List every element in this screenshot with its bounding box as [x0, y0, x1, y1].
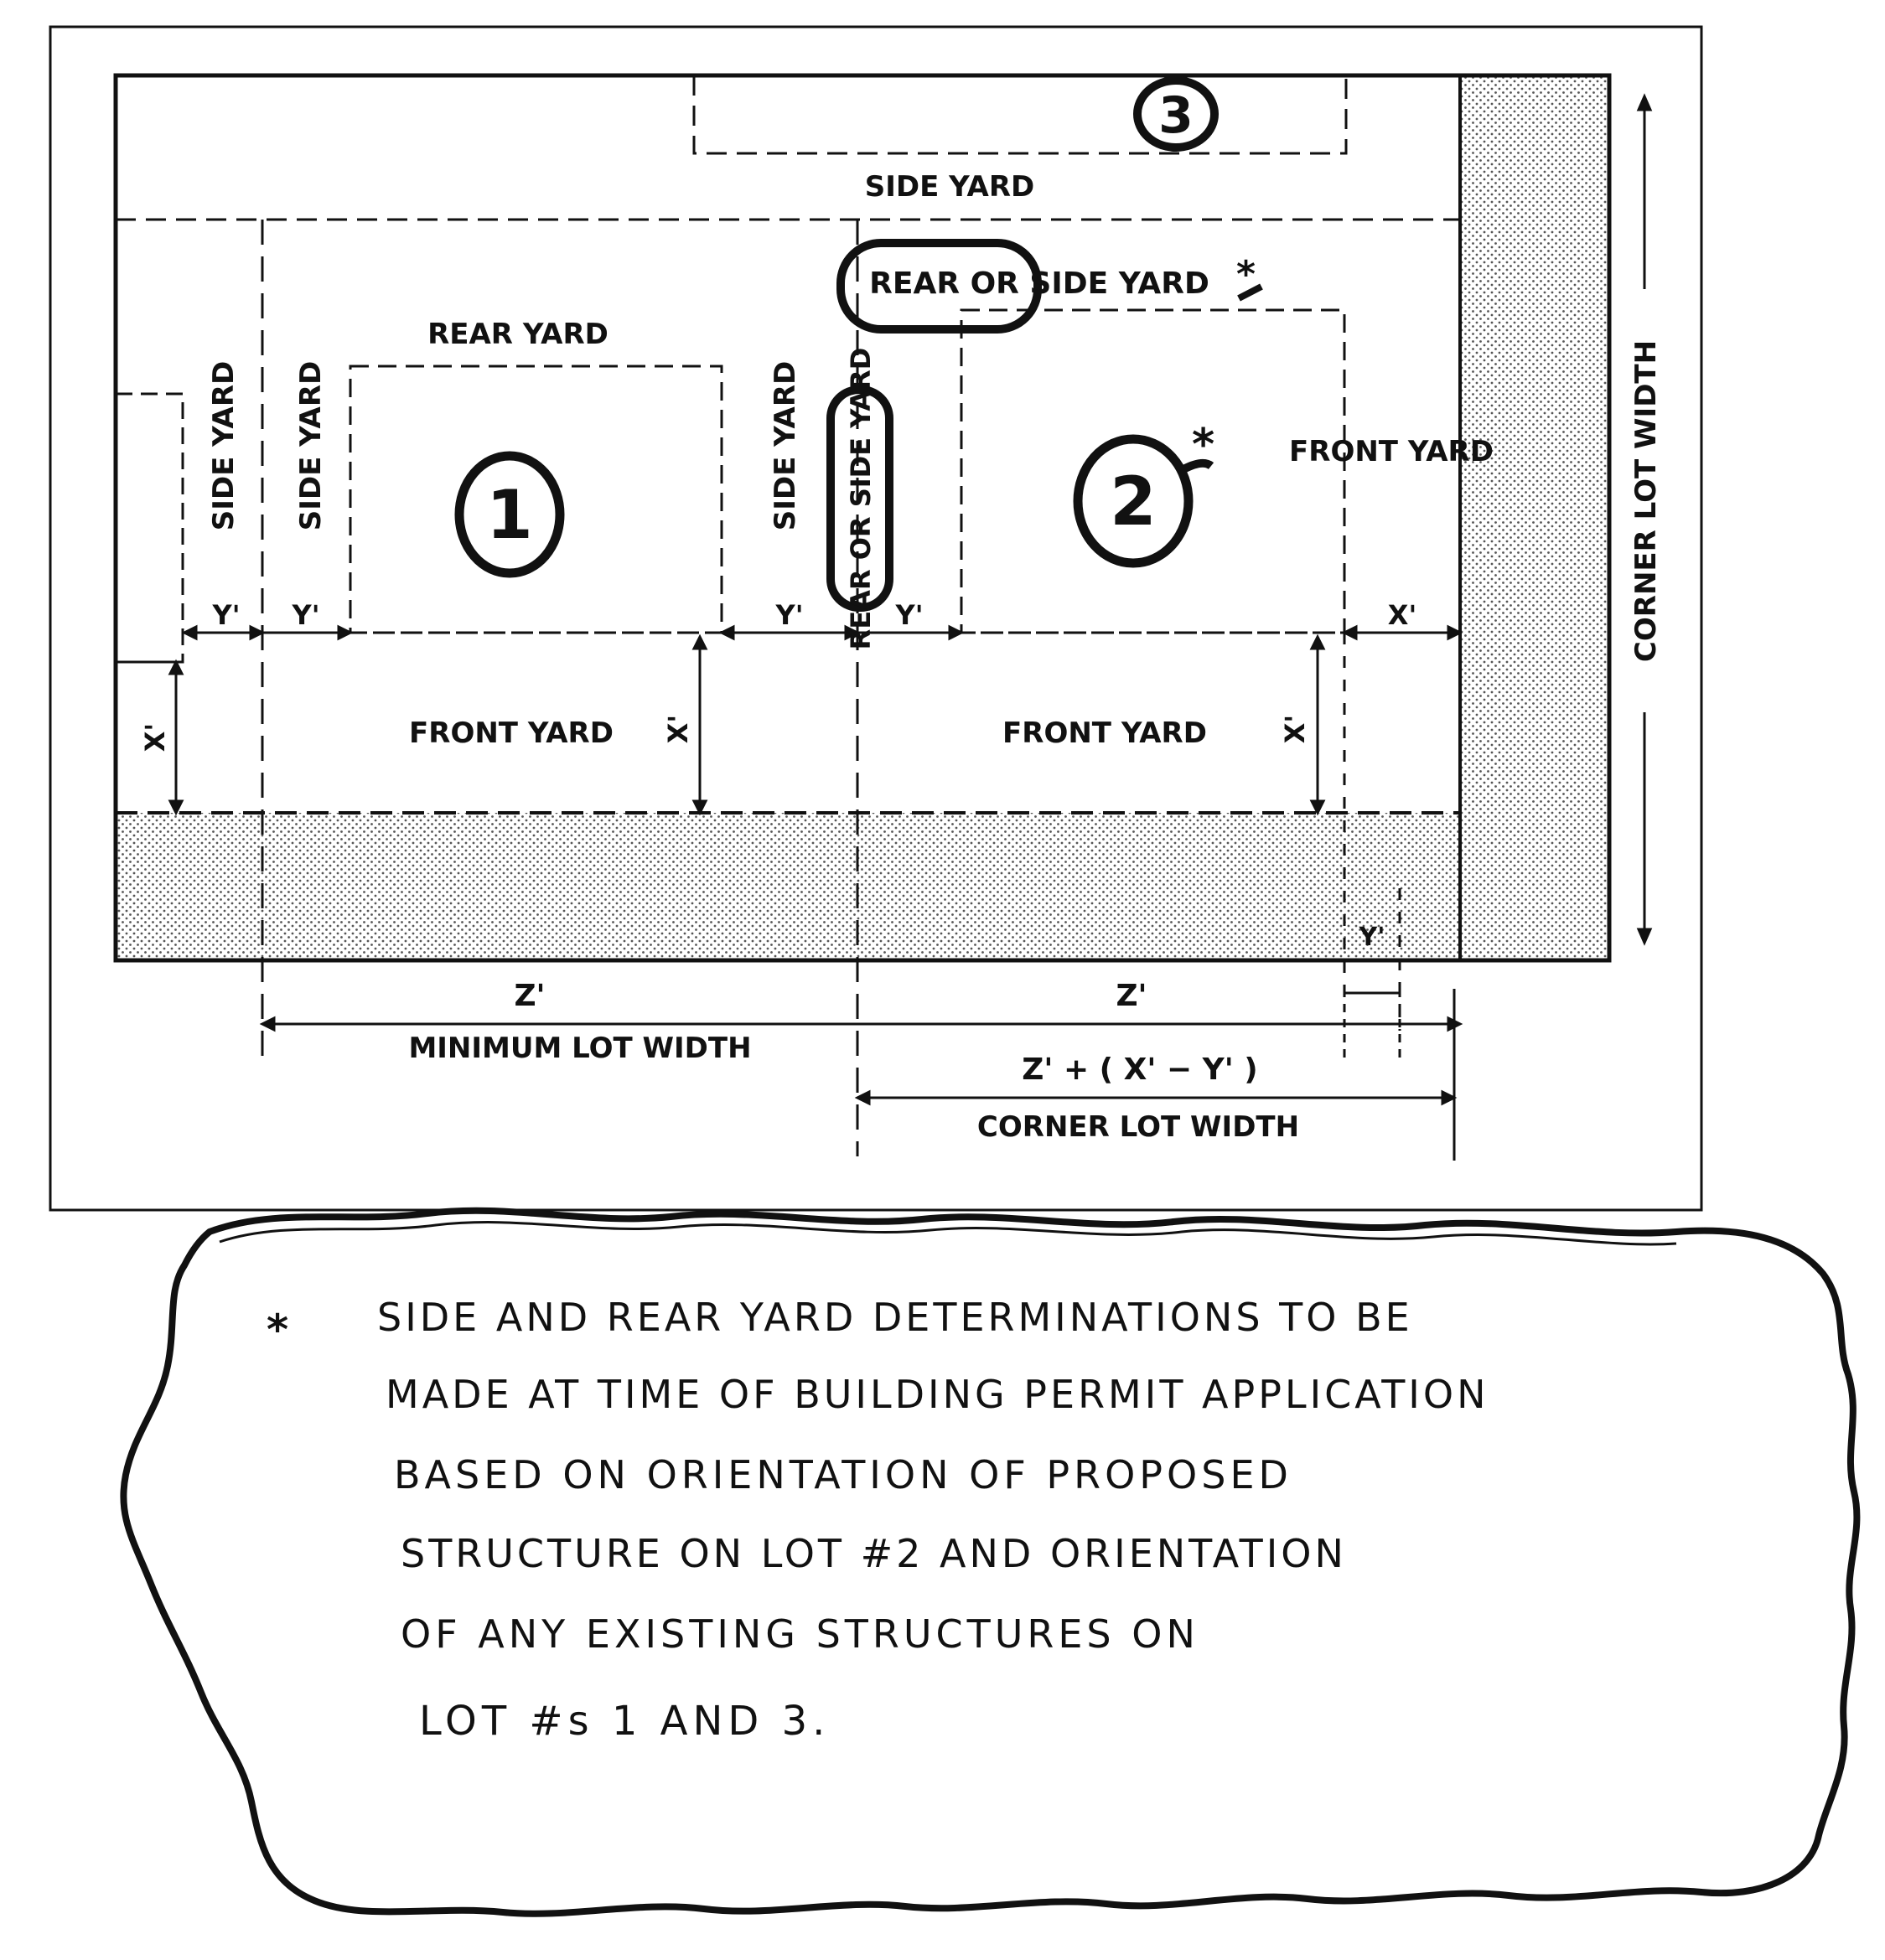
corner-lot-width-label: CORNER LOT WIDTH: [977, 1110, 1299, 1144]
side-yard-left-outer-label: SIDE YARD: [207, 361, 241, 531]
front-yard-lot1-text: FRONT YARD: [409, 716, 614, 750]
right-street-strip: [1460, 75, 1609, 960]
side-yard-top-label: SIDE YARD: [865, 170, 1035, 204]
rear-or-side-yard-top-label: REAR OR SIDE YARD: [869, 266, 1209, 301]
corner-formula-label: Z' + ( X' − Y' ): [1022, 1052, 1257, 1087]
side-yard-middle-label: SIDE YARD: [769, 361, 802, 531]
front-yard-lot2-side-label: FRONT YARD: [1289, 435, 1494, 468]
y-prime-label-3: Y': [775, 599, 804, 631]
lot2-number: 2: [1110, 463, 1157, 540]
y-prime-label-2: Y': [292, 599, 320, 631]
corner-lot-width-arrow: [1636, 93, 1653, 946]
outer-frame: [49, 25, 1703, 1212]
x-prime-label-lot2: X': [1279, 715, 1311, 743]
width-dimension-lines: [259, 989, 1463, 1106]
x-prime-label-lot1: X': [662, 715, 694, 743]
z-prime-label-1: Z': [514, 979, 545, 1013]
asterisk-top: *: [1236, 253, 1256, 296]
y-prime-label-1: Y': [212, 599, 241, 631]
x-prime-label-left: X': [139, 723, 171, 752]
y-prime-label-4: Y': [895, 599, 924, 631]
rear-or-side-yard-highlight-vertical: [826, 385, 893, 612]
lot1-number: 1: [486, 476, 533, 554]
rear-or-side-yard-vertical-label: REAR OR SIDE YARD: [845, 348, 877, 650]
note-line-6: LOT #s 1 AND 3.: [419, 1698, 830, 1745]
corner-lot-width-vertical-label: CORNER LOT WIDTH: [1629, 340, 1663, 662]
lot3-circle: [1133, 76, 1219, 152]
z-prime-label-2: Z': [1116, 979, 1147, 1013]
note-cloud: [120, 1207, 1861, 1917]
note-asterisk: *: [267, 1306, 288, 1354]
left-adjacent-building: [116, 392, 184, 664]
lot2-circle: [1073, 434, 1194, 568]
y-prime-arrows: [181, 624, 1463, 641]
y-prime-label-corner: Y': [1359, 923, 1385, 952]
bottom-street-strip: [116, 813, 1609, 960]
rear-or-side-yard-highlight-top: [836, 239, 1042, 334]
side-yard-left-inner-label: SIDE YARD: [294, 361, 328, 531]
x-prime-arrows: [168, 634, 1326, 816]
note-line-1: SIDE AND REAR YARD DETERMINATIONS TO BE: [377, 1295, 1413, 1340]
note-line-4: STRUCTURE ON LOT #2 AND ORIENTATION: [401, 1531, 1347, 1576]
note-line-5: OF ANY EXISTING STRUCTURES ON: [401, 1611, 1199, 1657]
note-line-2: MADE AT TIME OF BUILDING PERMIT APPLICAT…: [386, 1372, 1489, 1417]
front-yard-lot2-label: FRONT YARD: [1002, 716, 1207, 750]
minimum-lot-width-label: MINIMUM LOT WIDTH: [408, 1032, 751, 1065]
block-boundary: [113, 73, 1612, 963]
note-line-3: BASED ON ORIENTATION OF PROPOSED: [394, 1452, 1292, 1497]
rear-yard-lot1-label: REAR YARD: [427, 318, 608, 351]
front-yard-lot1-label: FRONT YARD: [409, 716, 614, 750]
lot3-number: 3: [1158, 86, 1194, 145]
lot3-building-outline: [692, 75, 1348, 155]
lot1-circle: [454, 451, 565, 578]
x-prime-label-right: X': [1388, 599, 1416, 631]
asterisk-lot2: *: [1192, 420, 1214, 470]
lot1-building-outline: [349, 365, 723, 634]
